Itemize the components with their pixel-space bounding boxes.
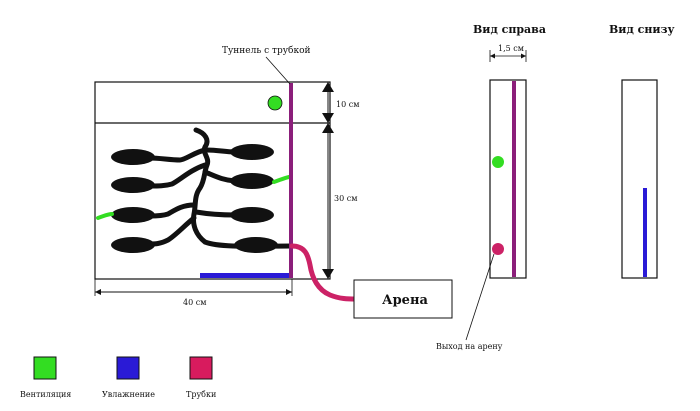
arena-exit-tube: [289, 243, 359, 302]
front-frame: [94, 81, 331, 280]
vertical-tube: [289, 83, 293, 278]
dimension-width: 40 см: [94, 279, 293, 307]
ventilation-line-right: [272, 175, 291, 184]
dimension-main-label: 30 см: [334, 194, 357, 203]
dimension-top: 10 см: [322, 82, 359, 123]
right-view-tube: [512, 81, 516, 277]
tunnel-network: [147, 127, 295, 249]
tunnel-left-lower: [147, 202, 197, 219]
side-width-label: 1,5 см: [498, 44, 524, 53]
ventilation-line-left: [96, 212, 114, 220]
chamber-right-2: [230, 173, 274, 189]
bottom-view-title: Вид снизу: [609, 23, 675, 36]
tunnel-label-pointer: [265, 56, 291, 85]
tunnel-left-mid: [147, 162, 208, 189]
arena-label: Арена: [382, 293, 428, 308]
legend-ventilation-swatch: [33, 356, 57, 380]
right-view-ventilation-dot: [492, 156, 504, 168]
exit-pointer: [465, 253, 495, 341]
dimension-main: 30 см: [322, 123, 357, 279]
exit-label: Выход на арену: [436, 342, 503, 351]
right-view-exit-dot: [492, 243, 504, 255]
legend-ventilation: Вентиляция: [20, 356, 71, 399]
chamber-right-1: [230, 144, 274, 160]
tunnel-left-bottom: [147, 215, 197, 247]
chamber-left-2: [111, 177, 155, 193]
ventilation-dot: [267, 95, 283, 111]
tunnel-right-lower: [193, 209, 238, 218]
legend-tubes-swatch: [189, 356, 213, 380]
chamber-right-4: [234, 237, 278, 253]
bottom-view-frame: [621, 79, 658, 279]
right-view-title: Вид справа: [473, 23, 546, 36]
front-view: [94, 81, 359, 302]
legend-tubes-label: Трубки: [186, 390, 216, 399]
legend-humidification: Увлажнение: [102, 356, 155, 399]
bottom-view-humidifier: [643, 188, 647, 277]
tunnel-main-branch: [191, 127, 295, 249]
legend-ventilation-label: Вентиляция: [20, 390, 71, 399]
arena-box: [353, 279, 453, 319]
right-view: Вид справа 1,5 см Выход на арену: [436, 23, 546, 351]
chamber-left-3: [111, 207, 155, 223]
chambers: [111, 144, 278, 253]
dimension-width-label: 40 см: [183, 298, 206, 307]
tunnel-left-upper: [147, 147, 208, 163]
bottom-view: Вид снизу: [609, 23, 675, 279]
legend-humidification-label: Увлажнение: [102, 390, 155, 399]
legend: Вентиляция Увлажнение Трубки: [20, 356, 216, 399]
tunnel-label: Туннель с трубкой: [222, 45, 311, 56]
chamber-left-4: [111, 237, 155, 253]
legend-humidification-swatch: [116, 356, 140, 380]
dimension-top-label: 10 см: [336, 100, 359, 109]
chamber-right-3: [230, 207, 274, 223]
humidifier-bar: [200, 273, 291, 278]
right-view-frame: [489, 79, 527, 279]
legend-tubes: Трубки: [186, 356, 216, 399]
chamber-left-1: [111, 149, 155, 165]
